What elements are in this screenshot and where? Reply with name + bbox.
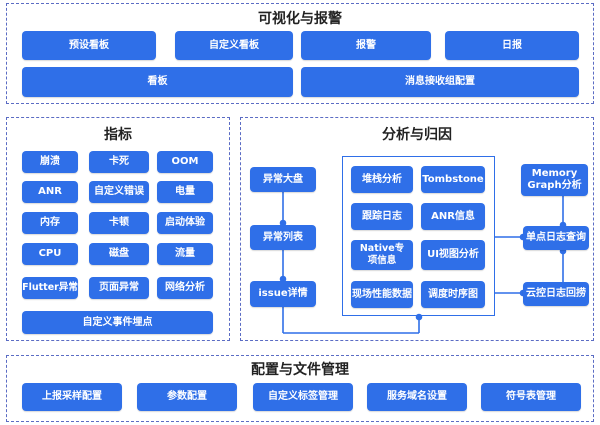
stack-analysis-button[interactable]: 堆栈分析 — [351, 166, 413, 193]
analysis-panel: 分析与归因 异常大盘 异常列表 issue详情 — [240, 117, 594, 341]
metric-battery-button[interactable]: 电量 — [157, 181, 213, 203]
report-sampling-config-button[interactable]: 上报采样配置 — [22, 383, 122, 411]
metric-custom-event-button[interactable]: 自定义事件埋点 — [22, 311, 213, 334]
single-log-query-button[interactable]: 单点日志查询 — [523, 226, 589, 250]
alarm-button[interactable]: 报警 — [301, 31, 431, 60]
config-panel: 配置与文件管理 上报采样配置 参数配置 自定义标签管理 服务域名设置 符号表管理 — [6, 355, 594, 422]
metric-freeze-button[interactable]: 卡死 — [89, 151, 149, 173]
custom-tag-manage-button[interactable]: 自定义标签管理 — [253, 383, 353, 411]
scheduling-timing-button[interactable]: 调度时序图 — [421, 281, 485, 308]
metric-oom-button[interactable]: OOM — [157, 151, 213, 173]
onsite-performance-button[interactable]: 现场性能数据 — [351, 281, 413, 308]
metrics-title: 指标 — [104, 127, 132, 143]
param-config-button[interactable]: 参数配置 — [137, 383, 237, 411]
preset-dashboard-button[interactable]: 预设看板 — [22, 31, 156, 60]
metric-startup-button[interactable]: 启动体验 — [157, 212, 213, 234]
exception-list-button[interactable]: 异常列表 — [250, 225, 316, 250]
metric-flutter-error-button[interactable]: Flutter异常 — [22, 277, 78, 299]
message-group-config-button[interactable]: 消息接收组配置 — [301, 67, 579, 97]
visualization-title: 可视化与报警 — [258, 11, 342, 27]
trace-log-button[interactable]: 跟踪日志 — [351, 203, 413, 230]
anr-info-button[interactable]: ANR信息 — [421, 203, 485, 230]
ui-view-analysis-button[interactable]: UI视图分析 — [421, 240, 485, 270]
metric-lag-button[interactable]: 卡顿 — [89, 212, 149, 234]
metric-anr-button[interactable]: ANR — [22, 181, 78, 203]
issue-detail-button[interactable]: issue详情 — [250, 281, 316, 307]
tombstone-button[interactable]: Tombstone — [421, 166, 485, 193]
metric-cpu-button[interactable]: CPU — [22, 243, 78, 265]
domain-setting-button[interactable]: 服务域名设置 — [367, 383, 467, 411]
cloud-log-retrieve-button[interactable]: 云控日志回捞 — [523, 282, 589, 306]
metrics-panel: 指标 崩溃 卡死 OOM ANR 自定义错误 电量 内存 卡顿 启动体验 CPU… — [6, 117, 230, 341]
visualization-panel: 可视化与报警 预设看板 自定义看板 报警 日报 看板 消息接收组配置 — [6, 3, 594, 104]
metric-memory-button[interactable]: 内存 — [22, 212, 78, 234]
metric-network-button[interactable]: 网络分析 — [157, 277, 213, 299]
metric-disk-button[interactable]: 磁盘 — [89, 243, 149, 265]
analysis-title: 分析与归因 — [382, 127, 452, 143]
metric-crash-button[interactable]: 崩溃 — [22, 151, 78, 173]
config-title: 配置与文件管理 — [251, 362, 349, 378]
custom-dashboard-button[interactable]: 自定义看板 — [175, 31, 293, 60]
metric-page-error-button[interactable]: 页面异常 — [89, 277, 149, 299]
analysis-tools-frame — [342, 156, 495, 316]
native-info-button[interactable]: Native专项信息 — [351, 240, 413, 270]
daily-report-button[interactable]: 日报 — [445, 31, 579, 60]
dashboard-button[interactable]: 看板 — [22, 67, 293, 97]
exception-overview-button[interactable]: 异常大盘 — [250, 167, 316, 192]
metric-traffic-button[interactable]: 流量 — [157, 243, 213, 265]
memory-graph-button[interactable]: Memory Graph分析 — [521, 164, 588, 196]
metric-custom-error-button[interactable]: 自定义错误 — [89, 181, 149, 203]
symbol-table-manage-button[interactable]: 符号表管理 — [481, 383, 581, 411]
